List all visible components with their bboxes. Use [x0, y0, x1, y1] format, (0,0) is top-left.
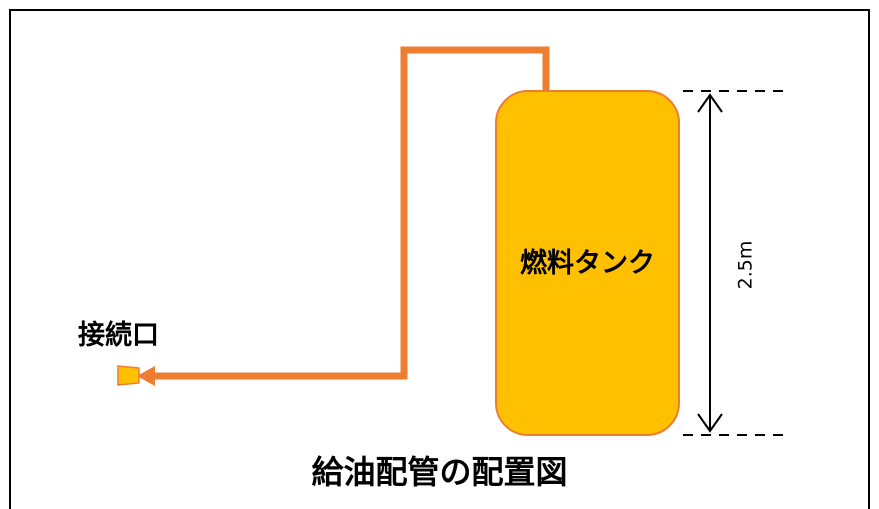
dimension-arrow-top-head: [697, 93, 723, 113]
pipe-arrow-head: [137, 366, 155, 386]
dimension-arrow-bottom-head: [697, 413, 723, 433]
tank-label: 燃料タンク: [520, 248, 655, 279]
diagram-frame: [9, 9, 870, 509]
supply-pipe: [150, 46, 550, 380]
height-dimension-label: 2.5m: [734, 240, 757, 290]
fuel-tank: [495, 90, 680, 436]
connector-label: 接続口: [78, 320, 159, 351]
diagram-title: 給油配管の配置図: [311, 453, 568, 491]
connector-port: [117, 365, 140, 386]
